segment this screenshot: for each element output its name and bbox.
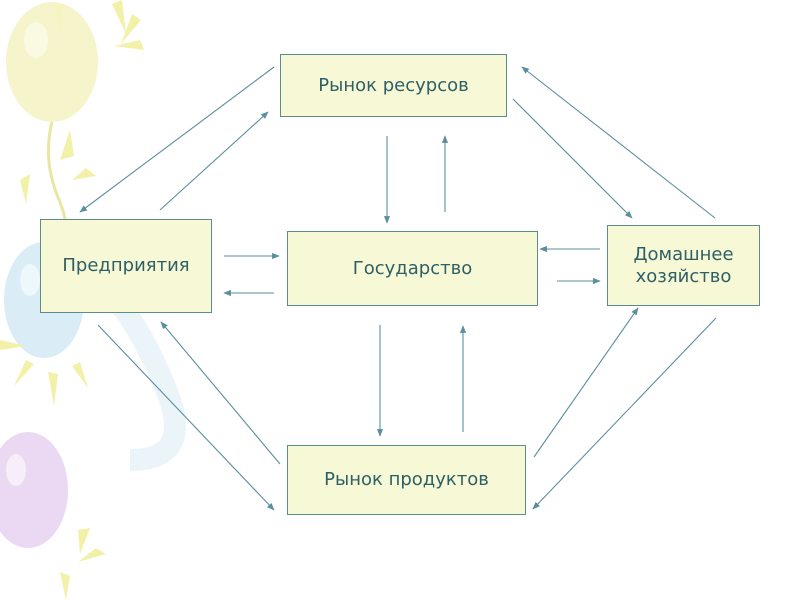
node-market-resources: Рынок ресурсов bbox=[280, 54, 507, 117]
arrow-enterprises-to-products bbox=[97, 324, 275, 511]
purple-balloon bbox=[0, 432, 68, 548]
node-households: Домашнее хозяйство bbox=[607, 225, 760, 306]
node-label: Государство bbox=[352, 257, 473, 279]
node-label: Домашнее хозяйство bbox=[633, 243, 734, 287]
arrow-products-to-households bbox=[533, 307, 639, 458]
arrow-enterprises-to-resources bbox=[159, 111, 269, 211]
node-state: Государство bbox=[287, 231, 538, 306]
node-label: Предприятия bbox=[62, 255, 190, 276]
arrow-households-to-products bbox=[532, 317, 717, 510]
node-label: Рынок ресурсов bbox=[318, 74, 469, 96]
node-enterprises: Предприятия bbox=[40, 219, 212, 313]
node-market-products: Рынок продуктов bbox=[287, 445, 526, 515]
arrow-products-to-enterprises bbox=[160, 321, 281, 465]
arrow-resources-to-enterprises bbox=[79, 66, 275, 213]
node-label: Рынок продуктов bbox=[324, 469, 489, 490]
sun-rays-mid bbox=[20, 130, 96, 204]
sun-rays-lower bbox=[0, 340, 88, 406]
arrow-households-to-resources bbox=[521, 66, 716, 219]
sun-rays-bottom bbox=[60, 528, 106, 600]
arrow-resources-to-households bbox=[512, 98, 633, 219]
